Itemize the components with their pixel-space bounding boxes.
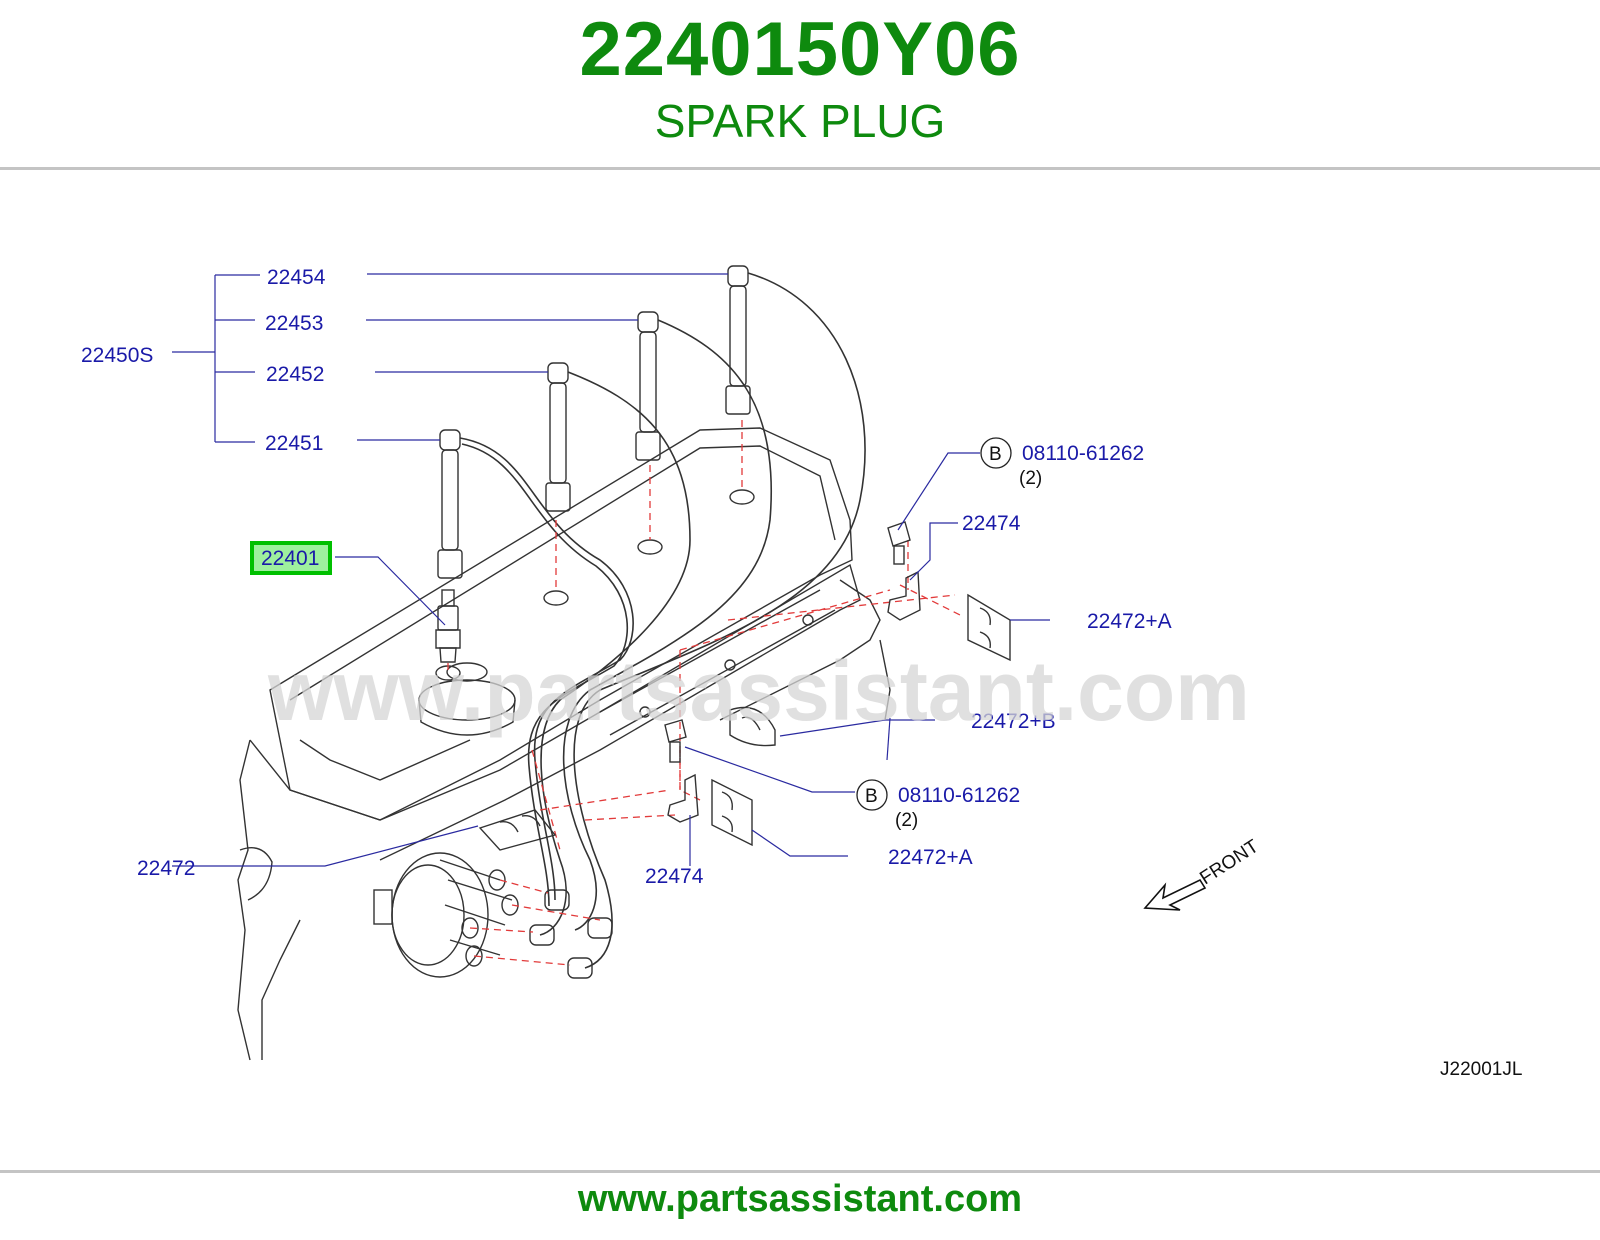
oil-cap-body — [418, 699, 516, 736]
front-arrow — [1143, 878, 1207, 911]
block-right — [879, 639, 891, 721]
boot-1 — [437, 429, 463, 579]
label-22474-bottom[interactable]: 22474 — [645, 865, 704, 888]
watermark-text: www.partsassistant.com — [267, 644, 1250, 738]
valve-cover-lower — [299, 739, 471, 781]
dist-boot-4 — [567, 957, 593, 979]
bolt-top — [887, 521, 911, 565]
rail-top — [599, 589, 821, 713]
wire-4 — [573, 272, 866, 969]
distributor — [373, 852, 519, 978]
bracket-top — [887, 570, 921, 621]
distributor-boots — [529, 889, 613, 979]
spark-plug-hex — [435, 629, 461, 649]
valve-cover-outline — [269, 427, 853, 821]
tower-1 — [488, 869, 506, 891]
rail-bolt-3 — [639, 706, 651, 718]
dist-boot-2 — [529, 924, 555, 946]
boot-4 — [725, 265, 751, 415]
part-number-title: 2240150Y06 — [579, 7, 1021, 92]
spark-plug-drawing — [435, 589, 461, 663]
distributor-towers — [439, 859, 513, 956]
spark-plug-insulator — [437, 605, 459, 631]
bolt-mid — [664, 719, 687, 763]
label-22401[interactable]: 22401 — [261, 547, 319, 570]
part-name-subtitle: SPARK PLUG — [654, 95, 946, 147]
label-22472a-top[interactable]: 22472+A — [1087, 610, 1172, 633]
label-22452[interactable]: 22452 — [266, 363, 324, 386]
plug-hole-2 — [543, 590, 569, 606]
distributor-cap-inner — [391, 864, 465, 966]
engine-outline — [237, 427, 891, 1061]
distributor-clip — [373, 889, 393, 925]
leader-lines — [172, 273, 1050, 867]
tower-4 — [465, 945, 483, 967]
clamp-top-a — [967, 593, 1011, 662]
wire-3 — [562, 319, 772, 931]
bolt-top-letter: B — [989, 444, 1002, 465]
wire-1 — [459, 437, 634, 901]
dist-boot-1 — [544, 889, 570, 911]
clamp-b — [729, 706, 776, 747]
bolt-mid-letter: B — [865, 786, 878, 807]
tower-2 — [501, 894, 519, 916]
wire-2 — [539, 371, 691, 936]
footer-divider — [0, 1170, 1600, 1173]
bolt-top-qty: (2) — [1019, 468, 1042, 489]
highlight-box-22401 — [250, 541, 332, 575]
label-22472-left[interactable]: 22472 — [137, 857, 195, 880]
ignition-wires — [459, 272, 866, 969]
header-divider — [0, 167, 1600, 170]
spark-plug-thread — [439, 647, 457, 663]
bolt-mid-circle — [856, 779, 888, 811]
block-inner — [261, 919, 301, 1060]
dist-boot-3 — [587, 917, 613, 939]
label-22450s[interactable]: 22450S — [81, 344, 153, 367]
clamp-bottom-a — [711, 778, 753, 847]
boot-2 — [545, 362, 571, 512]
label-22472b[interactable]: 22472+B — [971, 710, 1056, 733]
footer-website-link[interactable]: www.partsassistant.com — [577, 1178, 1023, 1220]
plug-hole-3 — [637, 539, 663, 555]
boot-3 — [635, 311, 661, 461]
drawing-code: J22001JL — [1440, 1059, 1522, 1080]
tower-3 — [461, 917, 479, 939]
rail-bottom — [609, 609, 836, 736]
oil-cap-boss — [446, 662, 488, 682]
page-header: 2240150Y06 SPARK PLUG — [0, 0, 1600, 168]
plug-boots — [437, 265, 751, 579]
label-22453[interactable]: 22453 — [265, 312, 323, 335]
front-label: FRONT — [1196, 836, 1263, 889]
clamp-left — [478, 809, 557, 851]
wire-1-b — [461, 443, 629, 907]
plug-hole-4 — [729, 489, 755, 505]
label-22451[interactable]: 22451 — [265, 432, 323, 455]
block-left-edge — [237, 739, 251, 1061]
rail-bolt-1 — [724, 659, 736, 671]
rail-bolt-2 — [802, 614, 814, 626]
bracket-bottom — [667, 773, 699, 823]
label-08110-61262-mid[interactable]: 08110-61262 — [898, 784, 1020, 807]
head-gasket-edge — [249, 563, 861, 861]
bolt-mid-qty: (2) — [895, 810, 918, 831]
block-boss — [239, 847, 273, 901]
label-22474-top[interactable]: 22474 — [962, 512, 1021, 535]
label-22454[interactable]: 22454 — [267, 266, 326, 289]
bolt-top-circle — [980, 437, 1012, 469]
label-22472a-bottom[interactable]: 22472+A — [888, 846, 973, 869]
label-08110-61262-top[interactable]: 08110-61262 — [1022, 442, 1144, 465]
